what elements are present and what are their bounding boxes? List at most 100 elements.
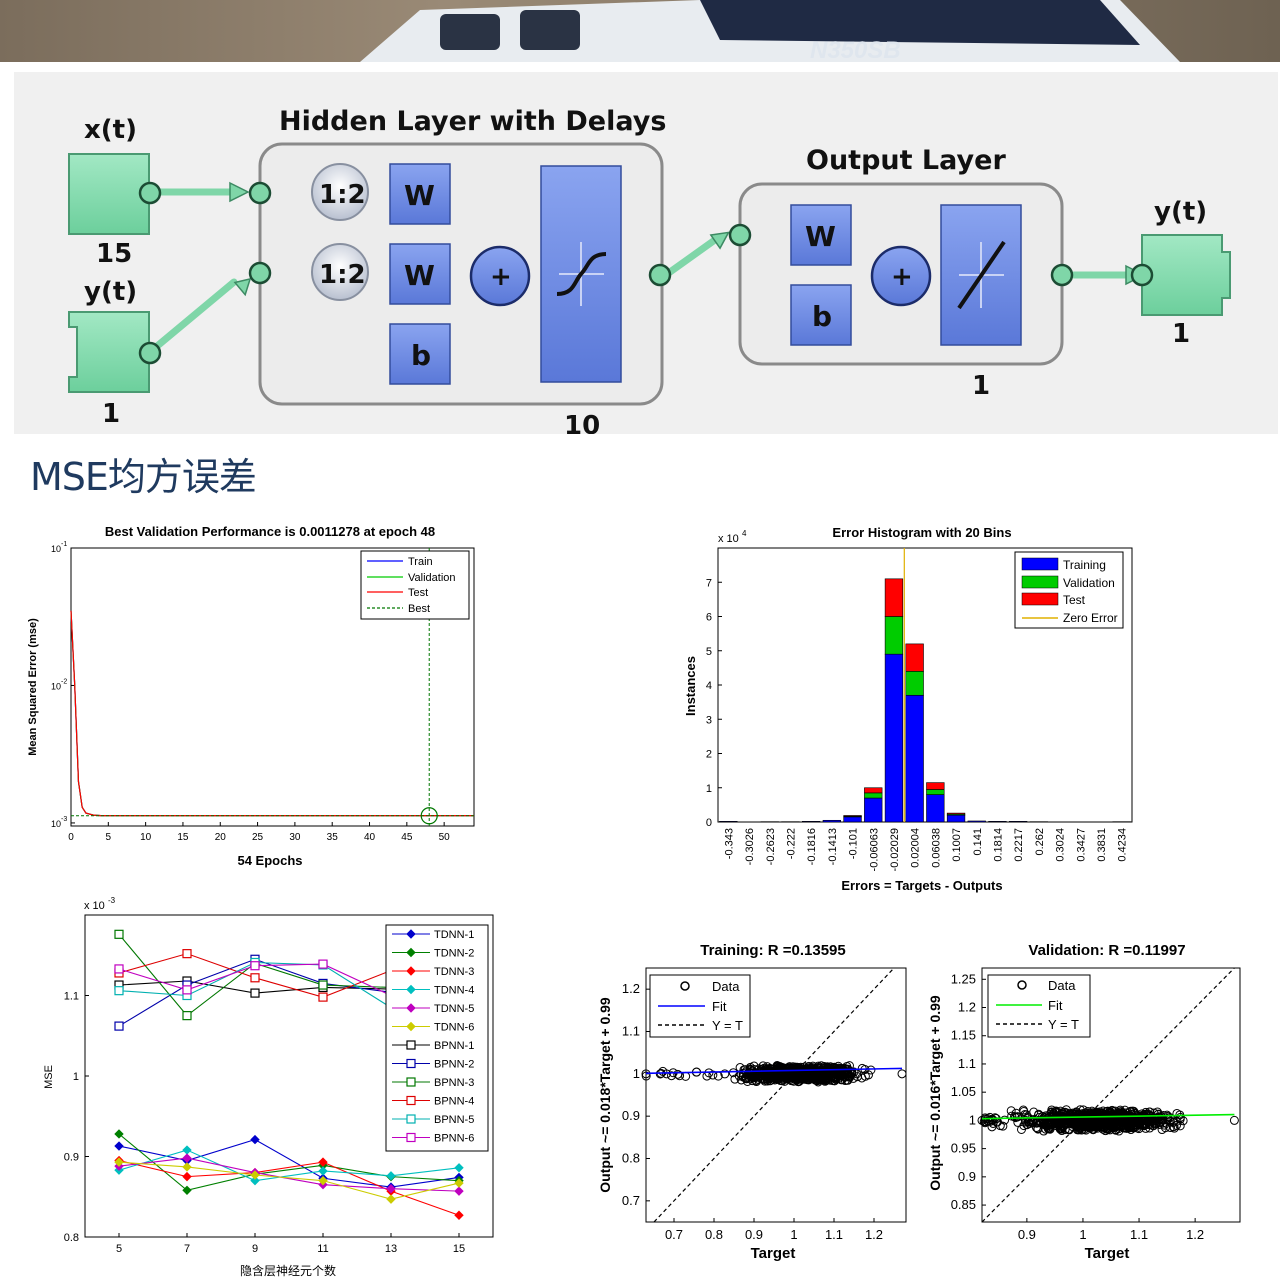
perf-ytick-exp: -2 (61, 678, 67, 685)
input-x-node (68, 153, 150, 235)
reg-yt-line (653, 967, 895, 1223)
reg-point (977, 1115, 987, 1125)
histogram-chart: Error Histogram with 20 Bins x 10 4 0123… (683, 525, 1133, 893)
delay-clock-icon (311, 243, 369, 301)
reg-point (1148, 1121, 1158, 1131)
hidden-layer-title: Hidden Layer with Delays (279, 106, 666, 137)
reg-ytick-label: 1 (969, 1112, 976, 1127)
hist-xtick-label: -0.3026 (744, 828, 756, 865)
output-size: 1 (972, 371, 990, 401)
hist-xtick-label: 0.4234 (1117, 828, 1129, 862)
mse-point (250, 1175, 260, 1186)
mse-xtick-label: 7 (184, 1243, 190, 1255)
hist-legend-zero: Zero Error (1063, 611, 1118, 625)
reg-point (1139, 1113, 1149, 1123)
mse-point (318, 1166, 328, 1176)
hidden-bias: b (411, 339, 431, 372)
perf-xlabel: 54 Epochs (237, 853, 302, 868)
reg-point (1033, 1123, 1043, 1133)
reg-point (730, 1074, 740, 1084)
tail-number: N350SB (810, 37, 901, 62)
mse-point (318, 992, 328, 1002)
mse-multiplier-exp: -3 (108, 896, 116, 905)
hist-legend-training: Training (1063, 558, 1106, 572)
mse-legend: TDNN-1TDNN-2TDNN-3TDNN-4TDNN-5TDNN-6BPNN… (385, 924, 489, 1152)
hist-bar-training (946, 814, 966, 823)
train-reg-legend: Data Fit Y = T (649, 974, 751, 1038)
reg-data-cloud (641, 1061, 907, 1087)
reg-point (811, 1073, 821, 1083)
reg-ytick-label: 0.95 (951, 1141, 976, 1156)
perf-xtick-label: 30 (289, 832, 301, 843)
val-reg-legend: Data Fit Y = T (987, 974, 1091, 1038)
reg-xtick-label: 1.2 (1186, 1227, 1204, 1242)
reg-ytick-label: 0.85 (951, 1197, 976, 1212)
hist-bar-test (884, 578, 904, 617)
section-title: MSE均方误差 (30, 455, 257, 499)
hist-xtick-label: -0.1413 (827, 828, 839, 865)
reg-point (828, 1076, 838, 1086)
hist-bar-validation (864, 792, 883, 799)
mse-point (182, 949, 192, 959)
mse-xtick-label: 11 (317, 1243, 328, 1255)
hist-legend-test: Test (1063, 593, 1086, 607)
reg-ytick-label: 1.1 (958, 1056, 976, 1071)
mse-point (386, 1183, 396, 1194)
mse-point (406, 1021, 416, 1032)
mse-ytick-label: 1 (73, 1071, 79, 1083)
mse-legend-label: TDNN-6 (434, 1022, 474, 1034)
mse-point (250, 961, 260, 971)
input-x-label: x(t) (84, 115, 137, 145)
hist-bar-training (864, 797, 883, 823)
reg-ytick-label: 1.15 (951, 1028, 976, 1043)
perf-xtick-label: 45 (401, 832, 413, 843)
mse-xtick-label: 13 (385, 1243, 397, 1255)
mse-point (182, 985, 192, 995)
hist-xtick-label: -0.06063 (868, 828, 880, 871)
mse-series-tdnn-1 (118, 1138, 460, 1188)
mse-point (114, 1021, 124, 1031)
mse-point (318, 1175, 328, 1186)
hist-xtick-label: 0.3427 (1075, 828, 1087, 862)
network-diagram: x(t) 15 y(t) 1 Hidden Layer with Delays … (14, 72, 1278, 441)
hist-xtick-label: 0.06038 (930, 828, 942, 868)
reg-data-cloud (977, 1105, 1239, 1136)
hist-ytick-label: 7 (706, 577, 712, 589)
output-weight: W (805, 220, 836, 253)
hist-xtick-label: -0.2623 (765, 828, 777, 865)
hist-bar-validation (926, 789, 945, 795)
reg-point (1060, 1125, 1070, 1135)
mse-xtick-label: 5 (116, 1243, 122, 1255)
hist-xtick-label: -0.101 (848, 828, 860, 859)
reg-point (832, 1067, 842, 1077)
reg-point (1159, 1120, 1169, 1130)
perf-xtick-label: 10 (140, 832, 152, 843)
val-reg-title: Validation: R =0.11997 (1028, 942, 1185, 959)
reg-xtick-label: 0.7 (665, 1227, 683, 1242)
hist-legend: Training Validation Test Zero Error (1014, 551, 1124, 629)
perf-xtick-label: 5 (106, 832, 112, 843)
mse-point (386, 1194, 396, 1204)
reg-ytick-label: 1.1 (622, 1024, 640, 1039)
reg-point (1047, 1118, 1057, 1128)
reg-xtick-label: 1 (790, 1227, 797, 1242)
reg-point (784, 1063, 794, 1073)
mse-point (406, 1003, 416, 1013)
hist-bar-training (1008, 821, 1028, 823)
perf-ytick-base: 10 (51, 544, 61, 554)
reg-point (792, 1071, 802, 1081)
perf-ytick-base: 10 (51, 681, 61, 691)
reg-ytick-label: 0.8 (622, 1151, 640, 1166)
reg-point (985, 1116, 995, 1126)
mse-multiplier: x 10 (84, 900, 105, 912)
mse-point (318, 1157, 328, 1167)
reg-xtick-label: 1.1 (825, 1227, 843, 1242)
reg-ytick-label: 1.05 (951, 1084, 976, 1099)
hist-xtick-label: 0.1814 (992, 828, 1004, 862)
hist-xtick-label: 0.02004 (910, 828, 922, 868)
val-reg-legend-data: Data (1048, 978, 1076, 993)
reg-point (765, 1069, 775, 1079)
mse-legend-label: BPNN-3 (434, 1077, 474, 1089)
train-reg-title: Training: R =0.13595 (700, 942, 845, 959)
reg-point (1101, 1120, 1111, 1130)
